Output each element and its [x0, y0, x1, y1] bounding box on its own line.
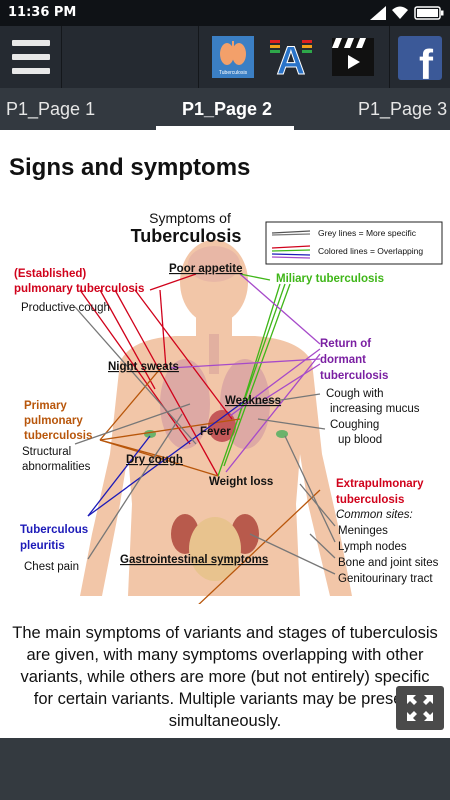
status-bar: 11:36 PM	[0, 0, 450, 26]
tab-indicator	[156, 126, 294, 130]
label-night-sweats: Night sweats	[108, 361, 179, 373]
label-return-3: tuberculosis	[320, 370, 388, 382]
label-primary-2: pulmonary	[24, 415, 83, 427]
section-body: The main symptoms of variants and stages…	[12, 624, 438, 730]
label-coughing-blood-2: up blood	[338, 434, 382, 446]
label-established-2: pulmonary tuberculosis	[14, 283, 144, 295]
menu-button[interactable]	[0, 26, 62, 88]
label-cough-mucus-1: Cough with	[326, 388, 384, 400]
content-area[interactable]: Signs and symptoms	[0, 130, 450, 738]
legend-grey: Grey lines = More specific	[318, 228, 417, 238]
fullscreen-button[interactable]	[396, 686, 444, 730]
label-fever: Fever	[200, 426, 231, 438]
toolbar-separator	[389, 26, 390, 88]
status-icons	[370, 4, 444, 22]
tuberculosis-app-icon[interactable]: Tuberculosis	[212, 36, 254, 78]
diagram-legend: Grey lines = More specific Colored lines…	[265, 221, 443, 265]
label-miliary: Miliary tuberculosis	[276, 273, 384, 285]
tab-page-2[interactable]: P1_Page 2	[182, 99, 273, 119]
label-established-1: (Established)	[14, 268, 86, 280]
section-title: Signs and symptoms	[9, 154, 251, 181]
label-extra-1: Extrapulmonary	[336, 478, 424, 490]
label-primary-3: tuberculosis	[24, 430, 92, 442]
legend-colored: Colored lines = Overlapping	[318, 246, 423, 256]
signal-icon	[370, 6, 386, 20]
label-coughing-blood-1: Coughing	[330, 419, 379, 431]
label-productive-cough: Productive cough	[21, 302, 110, 314]
label-return-2: dormant	[320, 354, 366, 366]
connector-lines	[74, 273, 336, 604]
label-meninges: Meninges	[338, 525, 388, 537]
label-chest-pain: Chest pain	[24, 561, 79, 573]
battery-icon	[414, 6, 444, 20]
label-cough-mucus-2: increasing mucus	[330, 403, 420, 415]
font-icon-letter: A	[277, 39, 306, 80]
symptoms-diagram: Symptoms of Tuberculosis Grey lines = Mo…	[14, 210, 443, 604]
body-silhouette	[80, 240, 352, 596]
label-structural-2: abnormalities	[22, 461, 91, 473]
label-bone: Bone and joint sites	[338, 557, 439, 569]
menu-icon	[11, 36, 50, 78]
label-lymph: Lymph nodes	[338, 541, 407, 553]
wifi-icon	[392, 6, 408, 19]
facebook-icon[interactable]: f	[398, 36, 442, 80]
toolbar: Tuberculosis A f	[0, 26, 450, 88]
toolbar-separator	[198, 26, 199, 88]
diagram-title-line2: Tuberculosis	[131, 226, 242, 246]
label-return-1: Return of	[320, 338, 371, 350]
tab-page-3[interactable]: P1_Page 3	[358, 99, 448, 119]
label-structural-1: Structural	[22, 446, 71, 458]
label-extra-2: tuberculosis	[336, 494, 404, 506]
tb-icon-label: Tuberculosis	[219, 70, 248, 76]
label-pleuritis-2: pleuritis	[20, 540, 65, 552]
status-time: 11:36 PM	[8, 5, 77, 20]
facebook-letter: f	[419, 41, 434, 80]
label-gastro: Gastrointestinal symptoms	[120, 554, 268, 566]
font-size-icon[interactable]: A	[268, 34, 314, 80]
fullscreen-icon	[407, 695, 433, 721]
label-pleuritis-1: Tuberculous	[20, 524, 88, 536]
label-primary-1: Primary	[24, 400, 67, 412]
label-common-sites: Common sites:	[336, 509, 413, 521]
label-dry-cough: Dry cough	[126, 454, 183, 466]
tab-page-1[interactable]: P1_Page 1	[6, 99, 96, 119]
label-genito: Genitourinary tract	[338, 573, 433, 585]
page-tabs: P1_Page 1 P1_Page 2 P1_Page 3	[0, 88, 450, 130]
label-poor-appetite: Poor appetite	[169, 263, 242, 275]
diagram-labels: (Established) pulmonary tuberculosis Pro…	[14, 263, 439, 585]
diagram-title-line1: Symptoms of	[149, 210, 231, 226]
label-weakness: Weakness	[225, 395, 281, 407]
video-icon[interactable]	[330, 34, 376, 80]
bottom-bar	[0, 738, 450, 800]
label-weight-loss: Weight loss	[209, 476, 273, 488]
